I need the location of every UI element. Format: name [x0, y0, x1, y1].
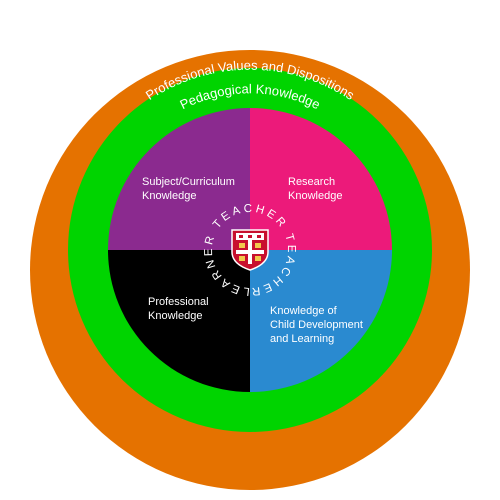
quadrant-label-professional: Professional Knowledge	[148, 296, 212, 322]
quadrant-label-child-development: Knowledge of Child Development and Learn…	[270, 305, 366, 345]
quadrant-subject-curriculum	[108, 108, 250, 250]
quadrant-professional	[108, 250, 250, 392]
quadrant-child-development	[250, 250, 392, 392]
quadrant-research	[250, 108, 392, 250]
university-crest-icon	[231, 229, 269, 271]
quadrant-label-subject: Subject/Curriculum Knowledge	[142, 176, 238, 202]
quadrant-label-research: Research Knowledge	[288, 176, 342, 202]
